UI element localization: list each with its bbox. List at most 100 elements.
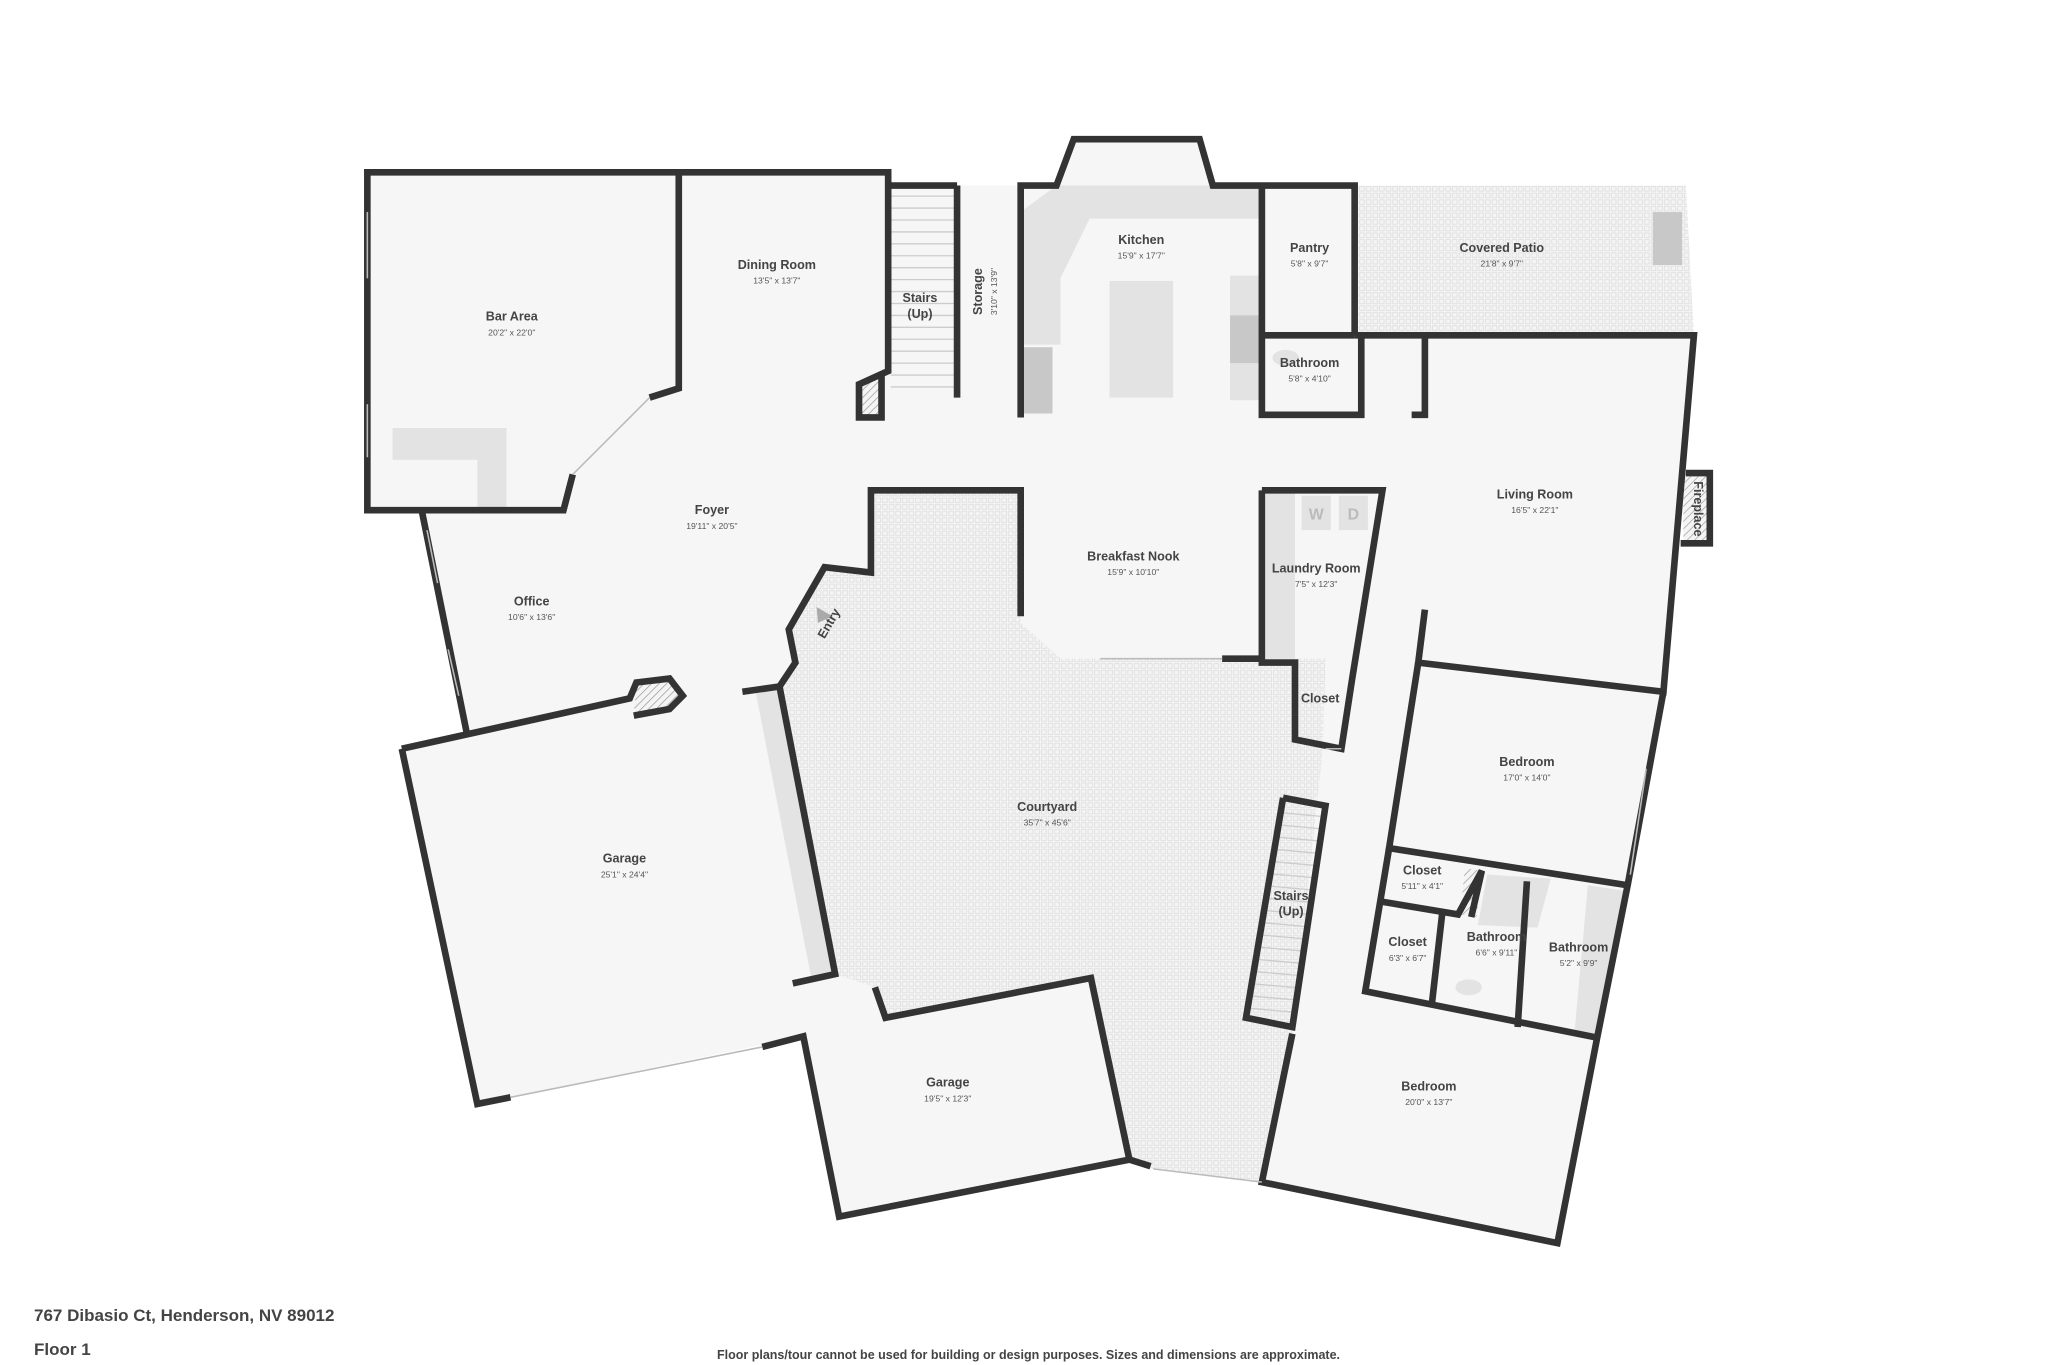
stair-tread: [1264, 909, 1309, 916]
room-label-bathroom: Bathroom 5'8" x 4'10": [1280, 356, 1339, 384]
kitchen-counter: [1020, 185, 1262, 345]
stair-tread: [1258, 946, 1304, 952]
room-name: Closet: [1388, 935, 1427, 949]
room-name: Pantry: [1290, 241, 1329, 255]
room-label-storage: Storage 3'10" x 13'9": [971, 268, 999, 315]
fireplace-hatch: [1683, 473, 1710, 544]
room-label-pantry: Pantry 5'8" x 9'7": [1290, 241, 1329, 269]
room-subtitle: (Up): [1278, 905, 1303, 919]
room-label-laundry-room: Laundry Room 7'5" x 12'3": [1272, 562, 1361, 590]
kitchen-sink-icon: [1120, 189, 1160, 214]
room-dimensions: 3'10" x 13'9": [989, 268, 999, 315]
room-name: Foyer: [695, 503, 729, 517]
dryer-icon: [1338, 495, 1368, 531]
room-dimensions: 5'8" x 4'10": [1288, 374, 1330, 384]
stair-tread: [1276, 836, 1321, 842]
room-dimensions: 13'5" x 13'7": [753, 276, 800, 286]
room-dimensions: 5'8" x 9'7": [1291, 258, 1329, 268]
room-label-foyer: Foyer 19'11" x 20'5": [686, 503, 737, 531]
room-name: Bedroom: [1401, 1080, 1456, 1094]
bar-counter: [392, 428, 507, 508]
room-name: Garage: [603, 852, 646, 866]
room-name: Stairs: [902, 291, 937, 305]
room-dimensions: 6'6" x 9'11": [1476, 947, 1518, 957]
stair-tread: [1272, 860, 1317, 867]
washer-icon: [1301, 495, 1331, 531]
room-name: Bathroom: [1467, 930, 1526, 944]
washer-label: W: [1309, 506, 1324, 523]
room-name: Courtyard: [1017, 800, 1077, 814]
room-name: Storage: [971, 268, 985, 315]
stair-tread: [1256, 958, 1302, 964]
room-subtitle: (Up): [907, 307, 932, 321]
garage-step: [755, 686, 836, 979]
address-label: 767 Dibasio Ct, Henderson, NV 89012: [34, 1306, 335, 1325]
stair-tread: [1250, 995, 1297, 1001]
room-label-bedroom: Bedroom 20'0" x 13'7": [1401, 1080, 1456, 1108]
room-label-bathroom: Bathroom 6'6" x 9'11": [1467, 930, 1526, 958]
dryer-label: D: [1348, 506, 1359, 523]
shower-icon: [1477, 874, 1551, 928]
room-name: Covered Patio: [1459, 241, 1544, 255]
fixtures: W D: [392, 185, 1710, 1034]
room-label-garage: Garage 19'5" x 12'3": [924, 1076, 971, 1104]
room-name: Breakfast Nook: [1087, 550, 1179, 564]
stove-icon: [1230, 315, 1262, 364]
room-label-fireplace: Fireplace: [1691, 481, 1705, 536]
stair-tread: [1262, 922, 1308, 928]
room-dimensions: 19'5" x 12'3": [924, 1093, 971, 1103]
room-dimensions: 15'9" x 10'10": [1107, 567, 1159, 577]
room-label-closet: Closet 6'3" x 6'7": [1388, 935, 1427, 963]
floor-label: Floor 1: [34, 1340, 91, 1359]
room-dimensions: 20'2" x 22'0": [488, 327, 535, 337]
room-dimensions: 19'11" x 20'5": [686, 521, 737, 531]
chimney-hatch: [859, 376, 882, 418]
room-dimensions: 20'0" x 13'7": [1405, 1097, 1452, 1107]
covered-patio-floor: [1354, 185, 1694, 336]
room-dimensions: 35'7" x 45'6": [1024, 818, 1071, 828]
room-label-breakfast-nook: Breakfast Nook 15'9" x 10'10": [1087, 550, 1179, 578]
room-label-dining-room: Dining Room 13'5" x 13'7": [738, 258, 816, 286]
room-dimensions: 21'8" x 9'7": [1481, 258, 1523, 268]
laundry-counter: [1265, 492, 1296, 659]
room-label-stairs: Stairs (Up): [902, 291, 937, 321]
room-label-courtyard: Courtyard 35'7" x 45'6": [1017, 800, 1077, 828]
room-name: Bathroom: [1280, 356, 1339, 370]
kitchen-island: [1109, 280, 1174, 398]
room-name: Dining Room: [738, 258, 816, 272]
room-name: Fireplace: [1691, 481, 1705, 536]
room-label-bar-area: Bar Area 20'2" x 22'0": [486, 310, 539, 338]
room-dimensions: 5'2" x 9'9": [1560, 958, 1598, 968]
stair-tread: [1270, 873, 1315, 879]
entry-arrow-icon: [816, 606, 833, 623]
room-name: Closet: [1301, 691, 1340, 705]
room-name: Bathroom: [1549, 941, 1608, 955]
fridge-icon: [1023, 347, 1053, 414]
room-name: Laundry Room: [1272, 562, 1361, 576]
stair-tread: [1280, 812, 1324, 818]
room-name: Living Room: [1497, 487, 1573, 501]
stair-tread: [1274, 848, 1319, 854]
room-name: Bedroom: [1499, 755, 1554, 769]
disclaimer: Floor plans/tour cannot be used for buil…: [717, 1348, 1341, 1362]
room-dimensions: 7'5" x 12'3": [1295, 579, 1337, 589]
windows: [366, 212, 1647, 1183]
room-label-living-room: Living Room 16'5" x 22'1": [1497, 487, 1573, 515]
room-name: Bar Area: [486, 310, 539, 324]
room-name: Garage: [926, 1076, 969, 1090]
room-label-covered-patio: Covered Patio 21'8" x 9'7": [1459, 241, 1544, 269]
stair-tread: [1278, 824, 1322, 830]
toilet-icon: [1272, 349, 1299, 366]
stair-tread: [1260, 934, 1306, 940]
stair-tread: [1252, 983, 1298, 989]
bath-vanity: [1574, 885, 1624, 1034]
room-dimensions: 6'3" x 6'7": [1389, 953, 1427, 963]
stair-tread: [1268, 885, 1313, 891]
room-name: Stairs: [1274, 889, 1309, 903]
grill-icon: [1652, 212, 1682, 266]
room-dimensions: 10'6" x 13'6": [508, 612, 555, 622]
room-dimensions: 16'5" x 22'1": [1511, 505, 1558, 515]
